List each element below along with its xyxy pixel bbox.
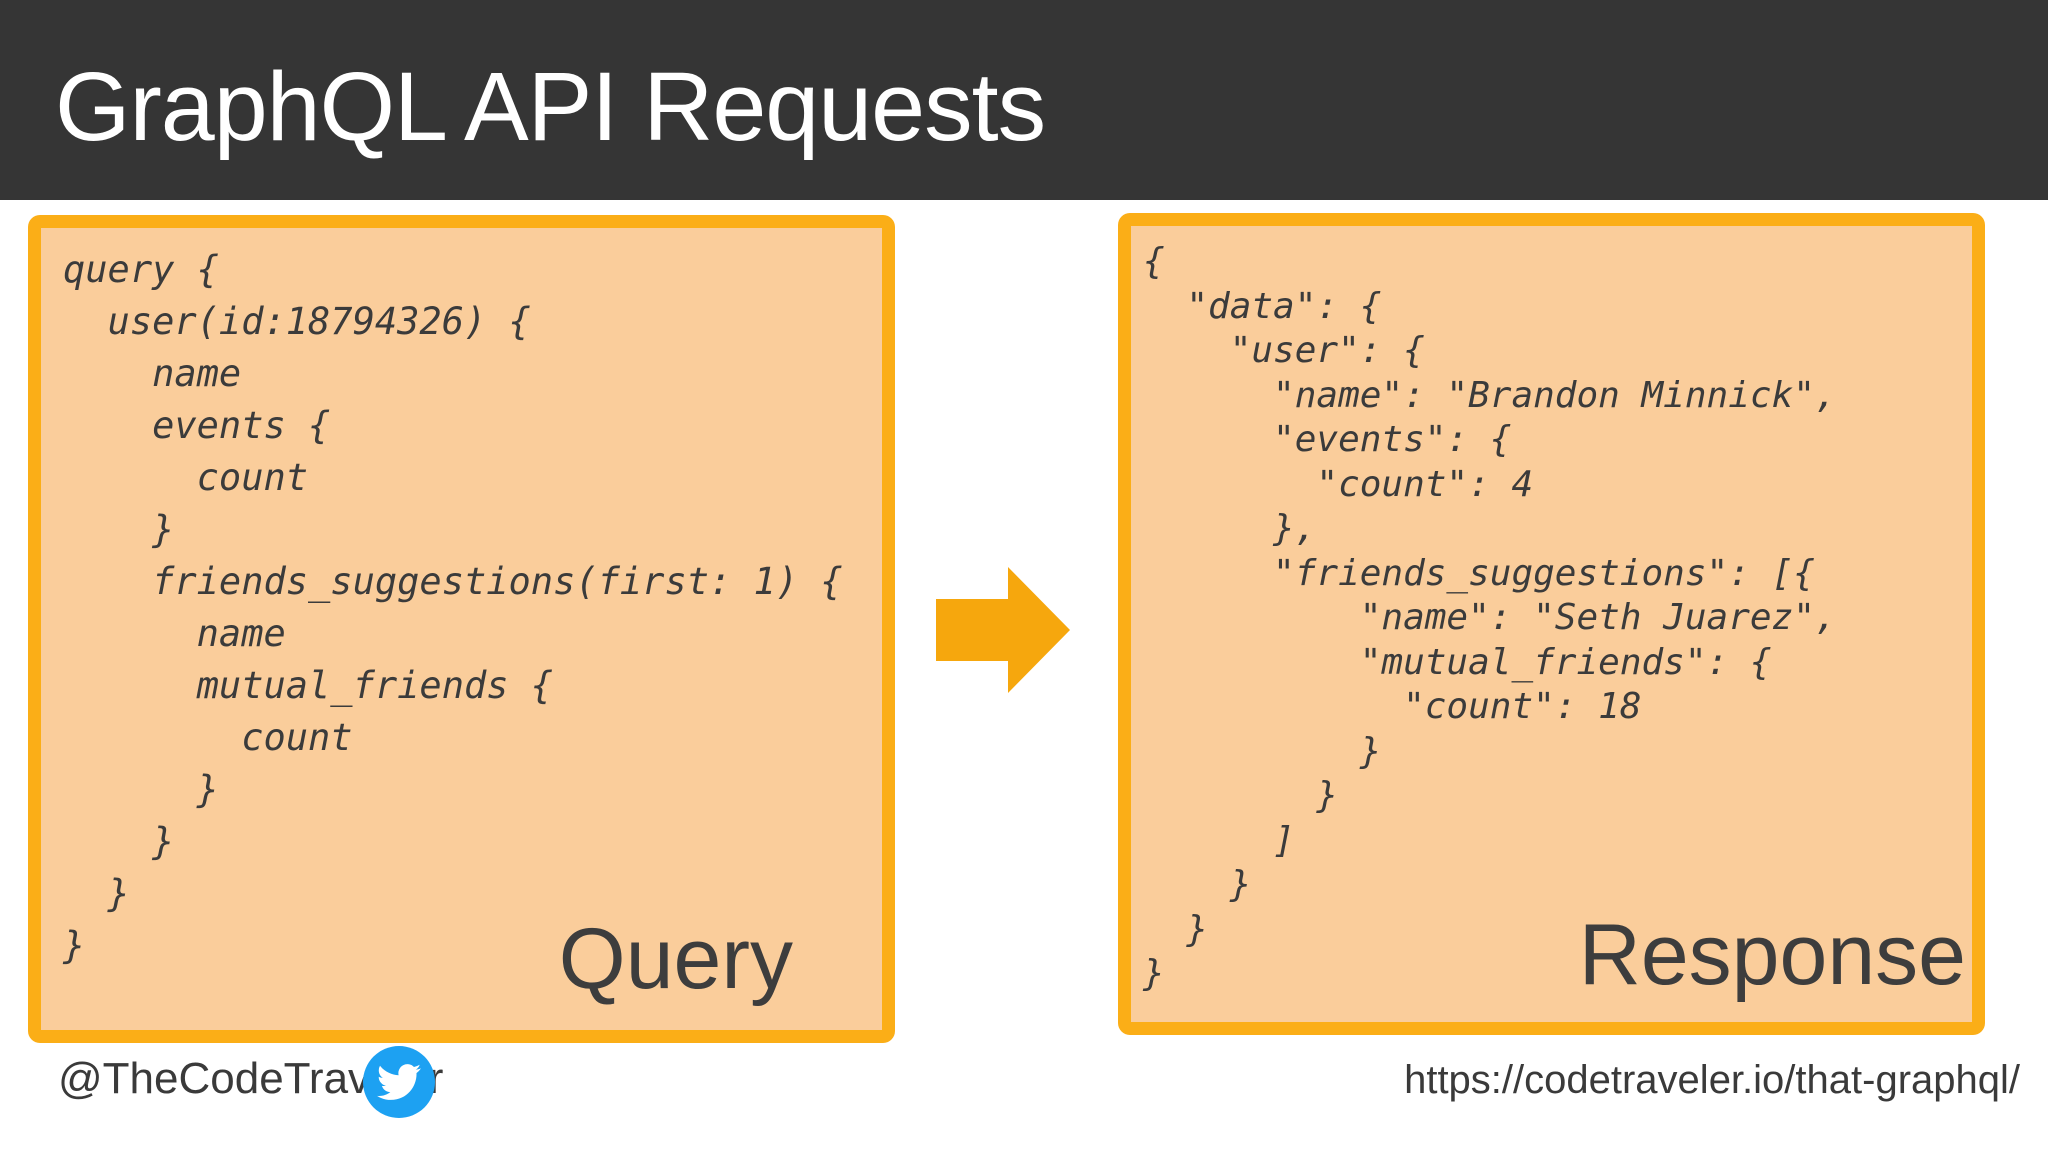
page-title: GraphQL API Requests (55, 52, 1046, 161)
query-panel: query { user(id:18794326) { name events … (28, 215, 895, 1043)
right-arrow-icon (936, 567, 1070, 693)
right-arrow-shape (936, 567, 1070, 693)
response-panel: { "data": { "user": { "name": "Brandon M… (1118, 213, 1985, 1035)
query-code: query { user(id:18794326) { name events … (63, 248, 843, 967)
response-label: Response (1578, 907, 1966, 1003)
twitter-icon (363, 1046, 435, 1118)
title-bar: GraphQL API Requests (0, 0, 2048, 200)
response-code: { "data": { "user": { "name": "Brandon M… (1143, 241, 1837, 994)
twitter-bird-icon (377, 1064, 421, 1100)
query-label: Query (558, 911, 793, 1007)
site-url: https://codetraveler.io/that-graphql/ (1404, 1058, 2020, 1102)
